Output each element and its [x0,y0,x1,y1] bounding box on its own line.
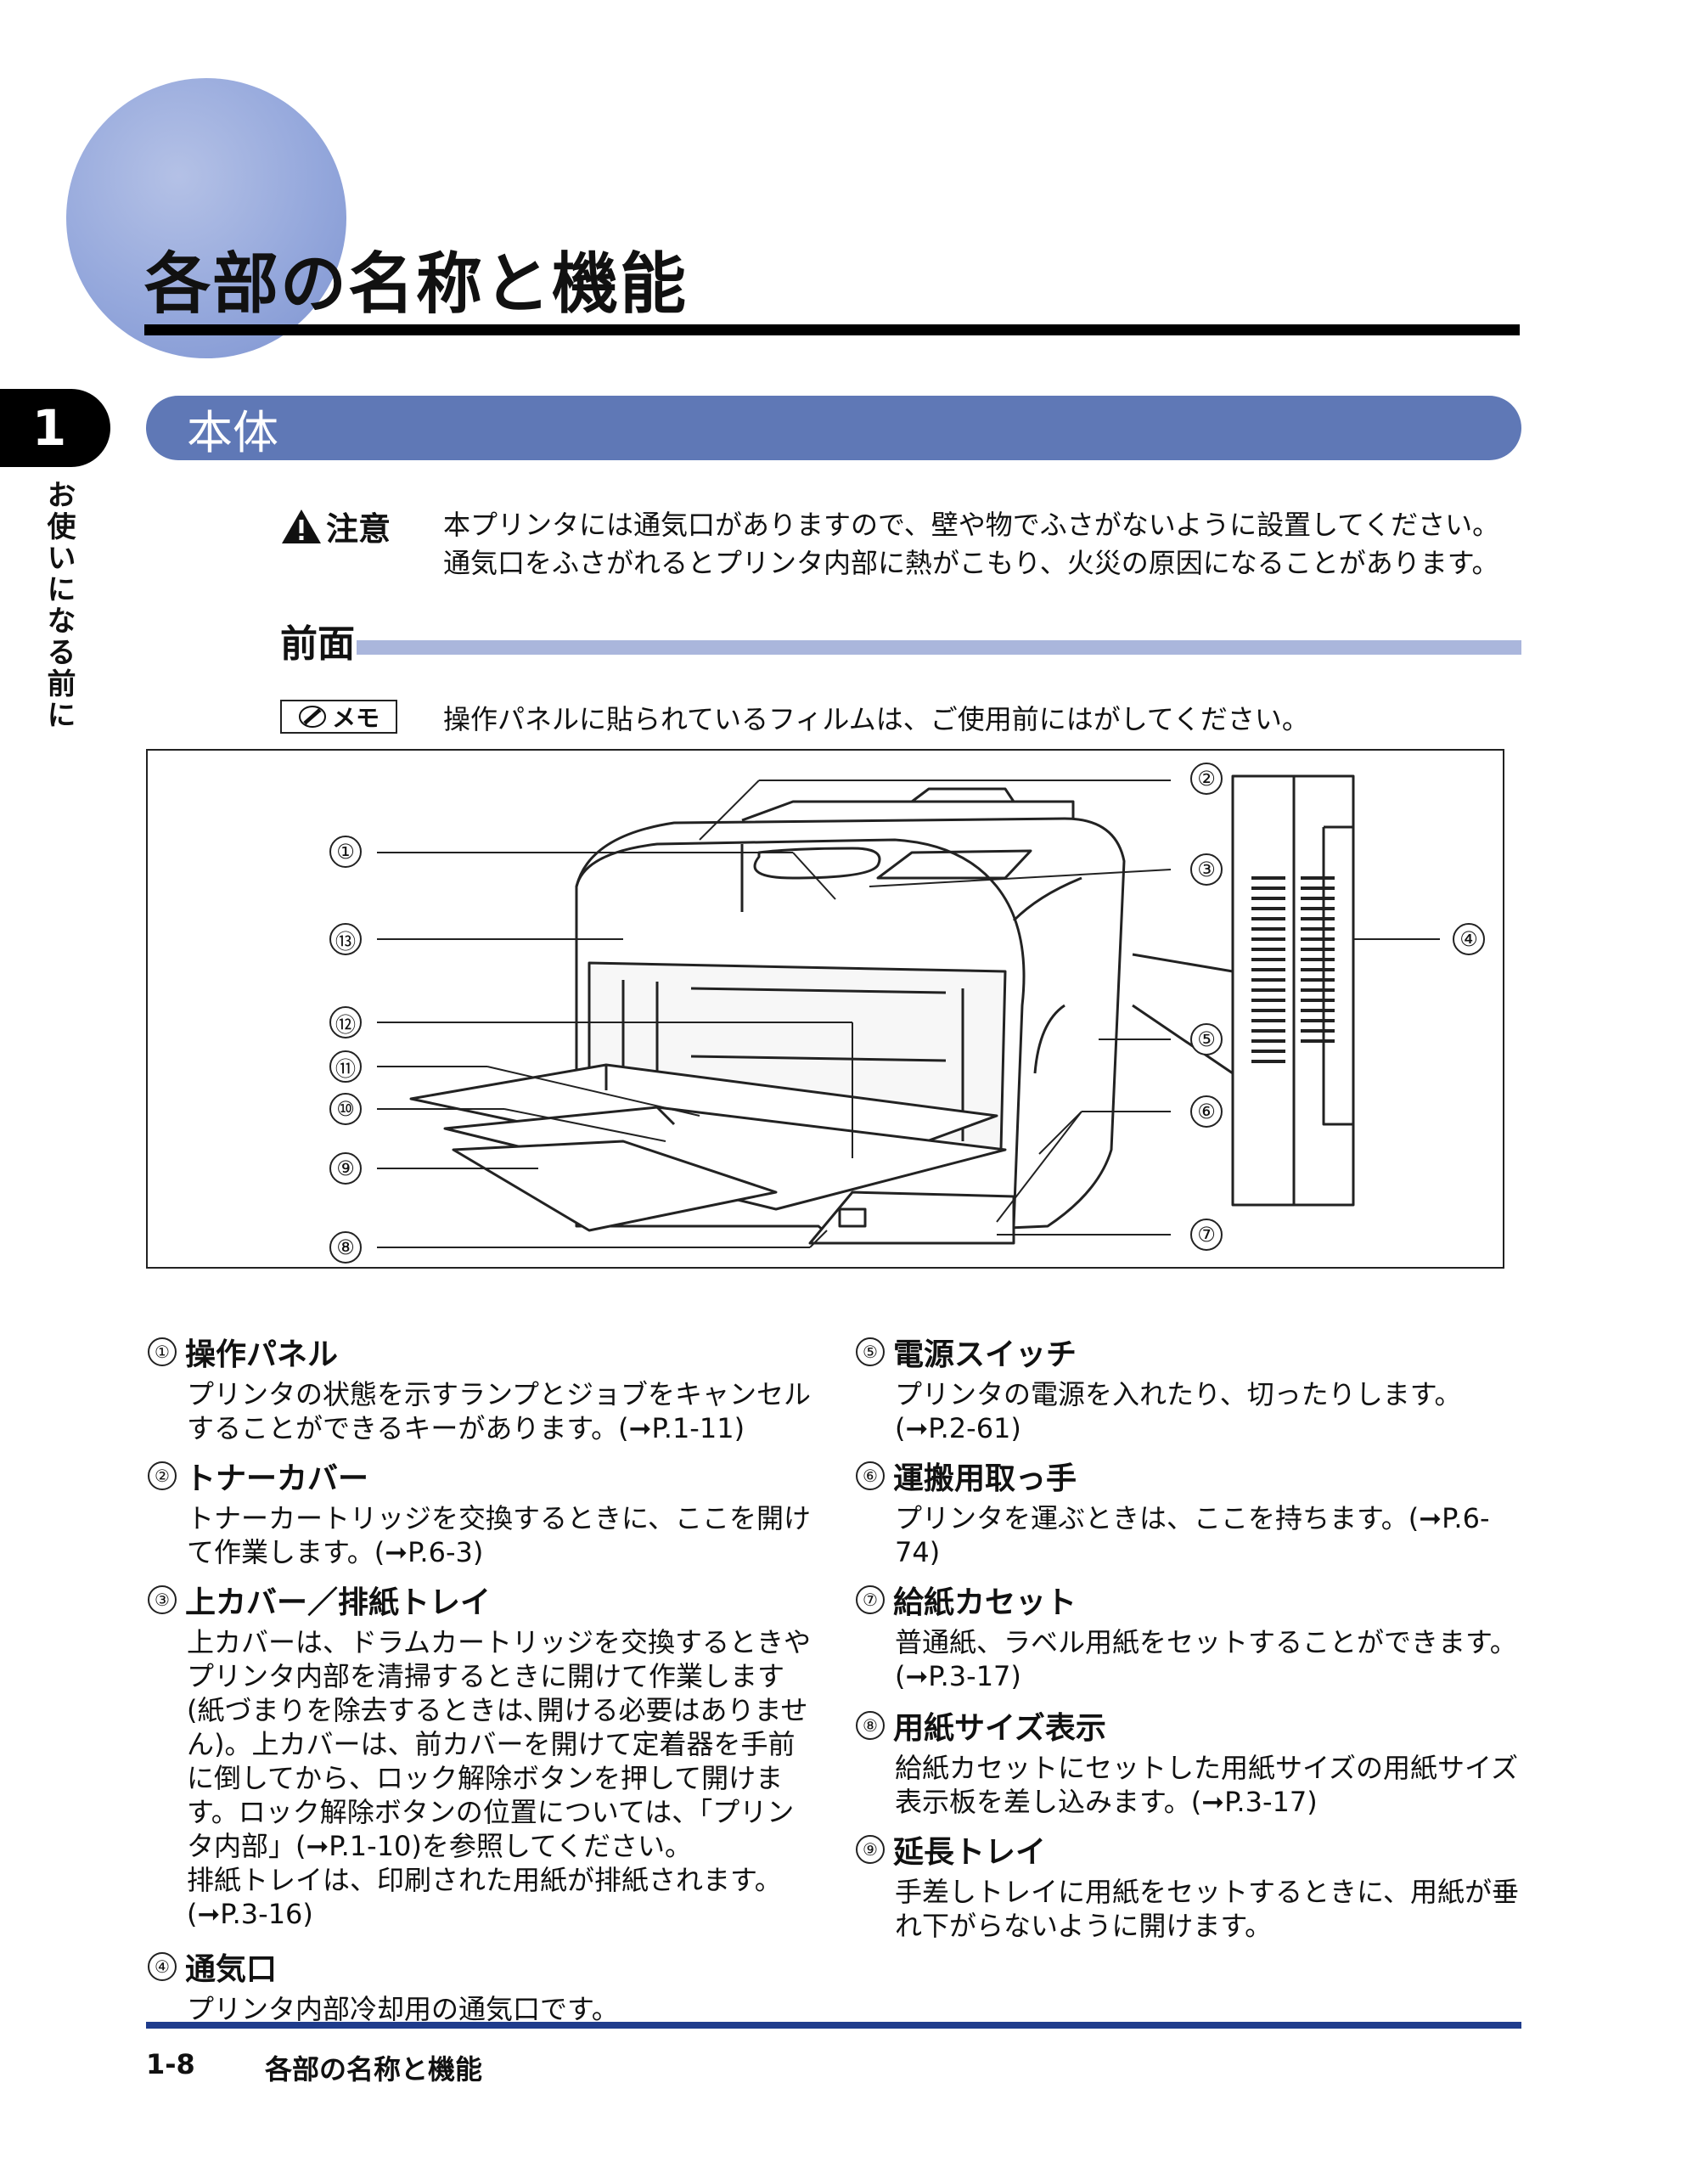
warning-icon [282,509,321,543]
callout-4: ④ [1453,923,1485,955]
page-number: 1-8 [146,2048,195,2080]
subsection-rule [357,640,1521,655]
part-desc: トナーカートリッジを交換するときに、ここを開けて作業します。(➞P.6-3) [187,1502,812,1568]
part-desc: 手差しトレイに用紙をセットするときに、用紙が垂れ下がらないように開けます。 [895,1876,1520,1942]
part-item-toner-cover: ② トナーカバー トナーカートリッジを交換するときに、ここを開けて作業します。(➞… [148,1454,827,1569]
chapter-side-label: お使いになる前に [42,480,76,731]
memo-pencil-icon [298,706,326,728]
callout-9: ⑨ [329,1152,362,1185]
callout-2: ② [1190,763,1223,795]
part-title: 上カバー／排紙トレイ [185,1585,492,1620]
part-desc: プリンタの状態を示すランプとジョブをキャンセルすることができるキーがあります。(… [187,1378,812,1444]
part-title: 運搬用取っ手 [893,1461,1077,1496]
part-title: 電源スイッチ [893,1337,1077,1372]
callout-12: ⑫ [329,1006,362,1039]
caution-label: 注意 [280,503,391,549]
part-number: ⑦ [856,1585,885,1614]
footer-rule [146,2022,1521,2029]
title-underline [144,324,1520,335]
caution-label-text: 注意 [326,510,391,548]
printer-front-figure: ① ② ③ ④ ⑤ ⑥ ⑦ ⑧ ⑨ ⑩ ⑪ ⑫ ⑬ [146,749,1504,1269]
part-title: 通気口 [185,1952,278,1987]
caution-text: 本プリンタには通気口がありますので、壁や物でふさがないように設置してください。通… [443,509,1500,579]
part-desc: 給紙カセットにセットした用紙サイズの用紙サイズ表示板を差し込みます。(➞P.3-… [895,1752,1519,1818]
memo-text: 操作パネルに貼られているフィルムは、ご使用前にはがしてください。 [443,703,1309,735]
part-number: ② [148,1461,177,1490]
callout-1: ① [329,836,362,868]
callout-8: ⑧ [329,1231,362,1264]
subsection-title: 前面 [280,622,355,666]
page-title: 各部の名称と機能 [144,246,689,323]
part-title: 操作パネル [185,1337,339,1372]
part-item-paper-size-display: ⑧ 用紙サイズ表示 給紙カセットにセットした用紙サイズの用紙サイズ表示板を差し込み… [856,1703,1535,1819]
header-decoration-circle [66,78,346,358]
callout-3: ③ [1190,853,1223,886]
part-desc: 上カバーは、ドラムカートリッジを交換するときやプリンタ内部を清掃するときに開けて… [187,1626,812,1862]
part-number: ⑥ [856,1461,885,1490]
part-number: ④ [148,1952,177,1981]
part-title: 給紙カセット [893,1585,1077,1620]
section-title: 本体 [187,405,278,459]
part-title: トナーカバー [185,1461,369,1496]
callout-13: ⑬ [329,923,362,955]
part-item-ventilation: ④ 通気口 プリンタ内部冷却用の通気口です。 [148,1945,827,2026]
part-item-carrying-handle: ⑥ 運搬用取っ手 プリンタを運ぶときは、ここを持ちます。(➞P.6-74) [856,1454,1535,1569]
memo-badge: メモ [280,700,397,734]
part-item-extension-tray: ⑨ 延長トレイ 手差しトレイに用紙をセットするときに、用紙が垂れ下がらないように開… [856,1827,1535,1943]
part-title: 用紙サイズ表示 [893,1711,1106,1746]
footer-title: 各部の名称と機能 [265,2053,483,2085]
chapter-tab[interactable]: 1 [0,389,110,467]
part-desc: プリンタ内部冷却用の通気口です。 [187,1993,619,2025]
callout-10: ⑩ [329,1093,362,1125]
callout-5: ⑤ [1190,1023,1223,1055]
callout-7: ⑦ [1190,1219,1223,1251]
printer-illustration [377,774,1440,1248]
part-item-top-cover-output-tray: ③ 上カバー／排紙トレイ 上カバーは、ドラムカートリッジを交換するときやプリンタ内… [148,1578,827,1931]
memo-label: メモ [331,704,380,732]
part-item-operation-panel: ① 操作パネル プリンタの状態を示すランプとジョブをキャンセルすることができるキー… [148,1330,827,1445]
part-desc: 普通紙、ラベル用紙をセットすることができます。(➞P.3-17) [895,1626,1517,1692]
part-item-paper-cassette: ⑦ 給紙カセット 普通紙、ラベル用紙をセットすることができます。(➞P.3-17) [856,1578,1535,1693]
part-number: ⑤ [856,1337,885,1366]
part-number: ⑧ [856,1711,885,1740]
part-title: 延長トレイ [893,1835,1047,1870]
part-number: ① [148,1337,177,1366]
part-desc: 排紙トレイは、印刷された用紙が排紙されます。(➞P.3-16) [187,1864,782,1930]
callout-11: ⑪ [329,1050,362,1083]
section-heading: 本体 [146,396,1521,460]
part-desc: プリンタの電源を入れたり、切ったりします。(➞P.2-61) [895,1378,1462,1444]
part-number: ③ [148,1585,177,1614]
part-desc: プリンタを運ぶときは、ここを持ちます。(➞P.6-74) [895,1502,1490,1568]
part-number: ⑨ [856,1835,885,1864]
callout-6: ⑥ [1190,1095,1223,1128]
part-item-power-switch: ⑤ 電源スイッチ プリンタの電源を入れたり、切ったりします。(➞P.2-61) [856,1330,1535,1445]
